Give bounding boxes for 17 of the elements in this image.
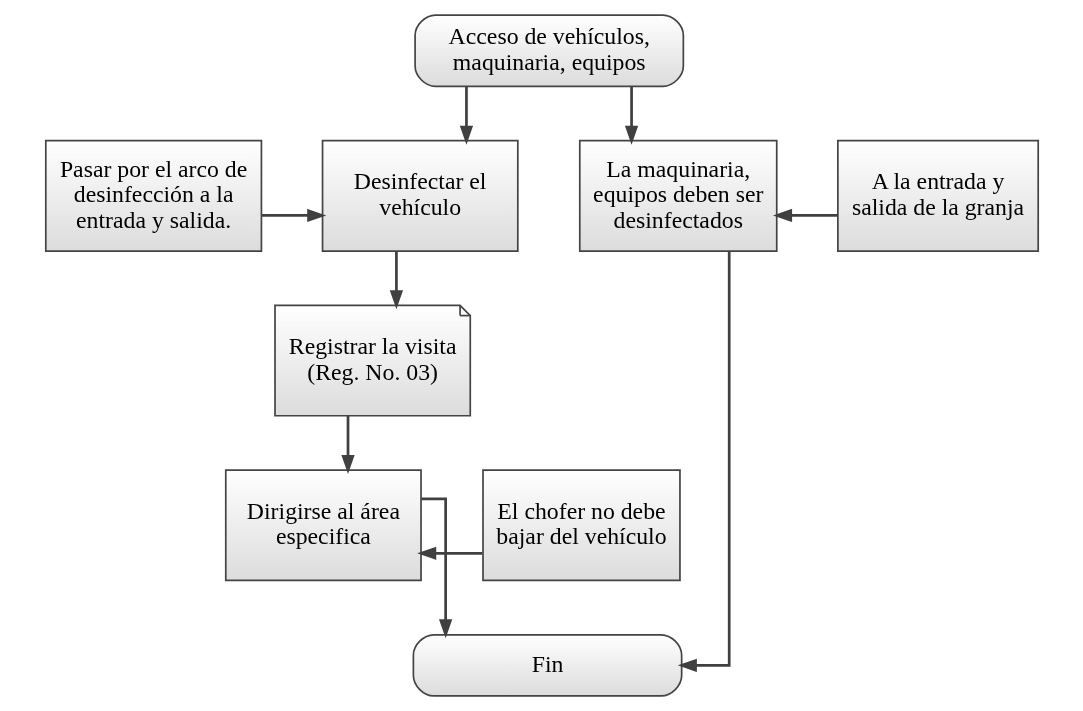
node-box: Desinfectar el vehículo: [321, 139, 519, 252]
arrow: [772, 208, 838, 223]
node-box: Pasar por el arco de desinfección a la entrada y salida.: [44, 139, 262, 252]
arrow: [677, 251, 731, 673]
arrow: [261, 208, 326, 223]
node-box: Fin: [412, 633, 682, 697]
node-box: A la entrada y salida de la granja: [836, 139, 1039, 252]
arrow: [421, 497, 452, 639]
node-box: Acceso de vehículos, maquinaria, equipos: [413, 14, 684, 88]
node-box: El chofer no debe bajar del vehículo: [481, 469, 681, 582]
arrow: [624, 86, 638, 145]
arrow: [389, 251, 403, 310]
node-box: Dirigirse al área especifica: [224, 469, 422, 582]
arrow: [340, 415, 355, 474]
node-box: La maquinaria, equipos deben ser desinfectados: [578, 139, 778, 252]
arrow: [459, 86, 473, 145]
arrow: [416, 546, 482, 560]
